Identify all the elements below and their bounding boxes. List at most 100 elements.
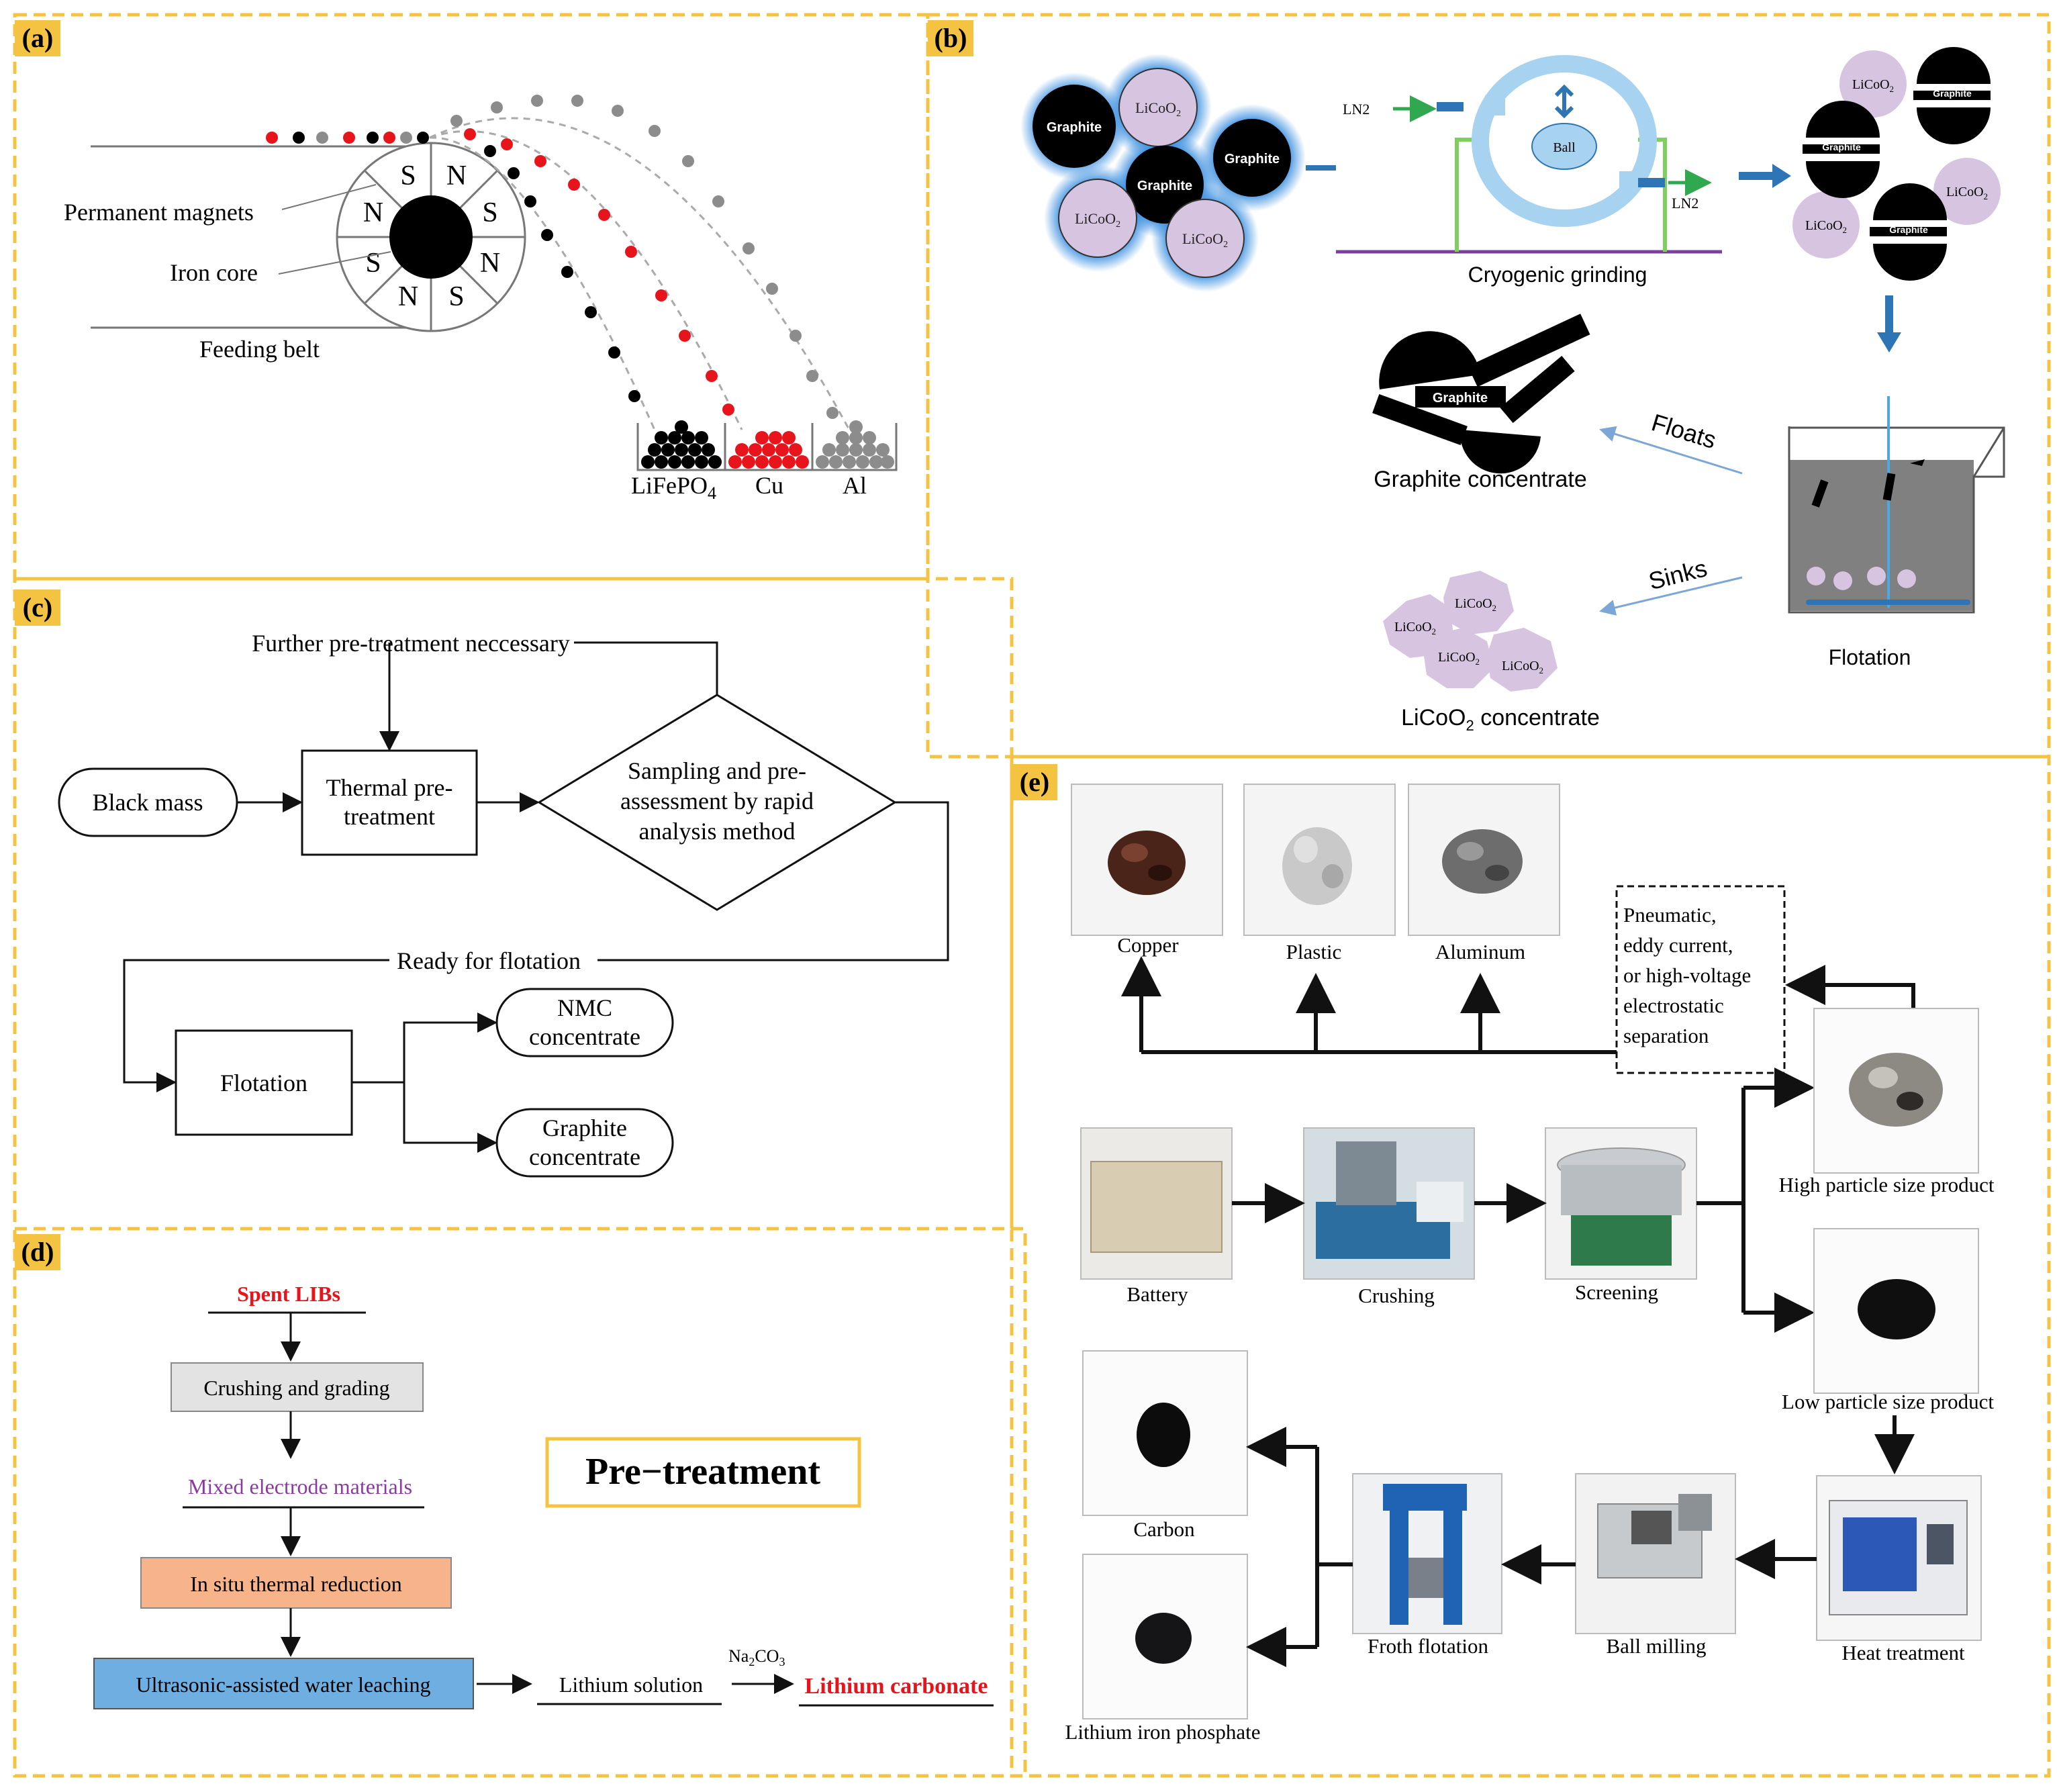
- froth-flotation-label: Froth flotation: [1368, 1634, 1488, 1658]
- crushing-grading-text: Crushing and grading: [203, 1376, 389, 1400]
- bin-pile-red: [728, 431, 809, 469]
- panel-label-e: (e): [1020, 767, 1049, 797]
- licoo2-label: LiCoO2: [1502, 659, 1543, 675]
- label-feeding-belt: Feeding belt: [199, 336, 320, 363]
- flotation-text: Flotation: [220, 1070, 307, 1096]
- crushing-grading-box: [171, 1362, 424, 1412]
- graphite-label: Graphite: [1433, 391, 1488, 406]
- graphite-concentrate-shapes: [1372, 314, 1590, 474]
- plastic-label: Plastic: [1286, 940, 1342, 963]
- pole-label: S: [365, 248, 381, 279]
- panel-frames: [13, 13, 2051, 1778]
- high-particle-label: High particle size product: [1778, 1173, 1994, 1196]
- panel-c-flowchart: Further pre-treatment neccessary Black m…: [58, 630, 949, 1178]
- in-situ-box: [140, 1557, 452, 1609]
- svg-text:Pneumatic,: Pneumatic,: [1623, 903, 1717, 927]
- particles-black: [484, 145, 640, 402]
- ready-for-flotation-label: Ready for flotation: [397, 947, 581, 974]
- photo-battery: [1080, 1127, 1233, 1280]
- feed-cluster: Graphite Graphite Graphite LiCoO2 LiCoO2…: [1020, 54, 1306, 292]
- svg-text:eddy current,: eddy current,: [1623, 933, 1733, 957]
- pole-label: S: [482, 197, 497, 228]
- licoo2-label: LiCoO2: [1438, 650, 1480, 667]
- frame-c: [13, 577, 1014, 1231]
- lithium-solution-text: Lithium solution: [559, 1672, 703, 1697]
- particles-gray: [450, 95, 839, 419]
- label-bin-lifepo4: LiFePO4: [631, 472, 716, 503]
- spent-libs-text: Spent LIBs: [237, 1282, 340, 1306]
- floats-arrow: [1599, 426, 1743, 475]
- pole-label: N: [363, 197, 383, 228]
- graphite-label: Graphite: [1889, 224, 1928, 235]
- photo-lfp: [1082, 1554, 1248, 1719]
- label-badge-a: [15, 20, 60, 56]
- photo-froth-flotation: [1352, 1473, 1502, 1634]
- panel-b-cryogenic-flotation: Graphite Graphite Graphite LiCoO2 LiCoO2…: [1020, 47, 2005, 734]
- callout-lines: [278, 184, 391, 275]
- belt-particles: [266, 132, 429, 144]
- panel-a-labels: Permanent magnets Iron core Feeding belt…: [64, 199, 867, 503]
- separation-arrows: [1121, 956, 1915, 1054]
- flotation-cell: Flotation: [1788, 396, 2005, 669]
- nmc-text-1: NMC: [557, 994, 612, 1021]
- lfp-label: Lithium iron phosphate: [1065, 1720, 1260, 1744]
- na2co3-label: Na2CO3: [728, 1646, 785, 1668]
- arrow-to-flotation: [1877, 295, 1901, 352]
- graphite-particle: [1213, 119, 1291, 197]
- licoo2-label: LiCoO2: [1455, 596, 1496, 613]
- photo-high-particle: [1813, 1008, 1979, 1174]
- pretreatment-box: [545, 1437, 861, 1508]
- carbon-label: Carbon: [1133, 1517, 1195, 1541]
- panel-label-b: (b): [935, 23, 967, 53]
- trajectories: [429, 117, 851, 430]
- main-line-arrows: [1232, 1068, 1915, 1474]
- separation-text: Pneumatic, eddy current, or high-voltage…: [1623, 903, 1751, 1047]
- ultrasonic-box: [93, 1658, 474, 1709]
- sampling-text-2: assessment by rapid: [620, 788, 814, 814]
- ln2-outlet-label: LN2: [1672, 195, 1698, 211]
- svg-text:or high-voltage: or high-voltage: [1623, 963, 1751, 987]
- graphite-text-1: Graphite: [542, 1115, 627, 1141]
- pole-label: S: [400, 160, 416, 191]
- panel-label-d: (d): [21, 1237, 54, 1267]
- label-bin-cu: Cu: [755, 472, 783, 499]
- flotation-label: Flotation: [1829, 645, 1911, 669]
- graphite-concentrate-label: Graphite concentrate: [1374, 467, 1587, 492]
- photo-heat-treatment: [1816, 1475, 1982, 1641]
- pole-label: S: [448, 281, 464, 312]
- graphite-label: Graphite: [1047, 120, 1102, 135]
- graphite-label: Graphite: [1137, 179, 1192, 193]
- photo-aluminum: [1408, 784, 1560, 936]
- thermal-text-1: Thermal pre-: [326, 774, 453, 801]
- ground-particles: LiCoO2 LiCoO2 LiCoO2 Graphite Graphite G…: [1792, 47, 2001, 281]
- graphite-particle: [1033, 85, 1116, 168]
- photo-low-particle: [1813, 1228, 1979, 1394]
- label-bin-al: Al: [843, 472, 867, 499]
- in-situ-text: In situ thermal reduction: [190, 1572, 401, 1596]
- ball-milling-label: Ball milling: [1607, 1634, 1707, 1658]
- low-particle-label: Low particle size product: [1782, 1390, 1994, 1413]
- ultrasonic-text: Ultrasonic-assisted water leaching: [136, 1672, 431, 1697]
- iron-core: [389, 195, 473, 279]
- licoo2-label: LiCoO2: [1182, 230, 1228, 250]
- graphite-particle: [1126, 146, 1204, 224]
- particles-red: [464, 128, 734, 416]
- licoo2-particle: [1058, 179, 1137, 258]
- screening-label: Screening: [1575, 1280, 1658, 1304]
- battery-label: Battery: [1127, 1282, 1188, 1306]
- photo-crushing: [1303, 1127, 1475, 1280]
- licoo2-particle: [1165, 199, 1245, 278]
- magnet-pole-labels: S N S N S N S N: [363, 160, 500, 312]
- black-mass-text: Black mass: [93, 789, 203, 816]
- crushing-label: Crushing: [1358, 1284, 1435, 1307]
- pretreatment-title: Pre−treatment: [585, 1451, 820, 1493]
- bottom-arrows: [1246, 1427, 1817, 1667]
- label-permanent-magnets: Permanent magnets: [64, 199, 254, 226]
- photo-carbon: [1082, 1350, 1248, 1516]
- label-badge-c: [15, 590, 60, 626]
- label-badge-b: [928, 20, 973, 56]
- aluminum-label: Aluminum: [1435, 940, 1525, 963]
- arrow-to-ground: [1739, 164, 1791, 188]
- pole-label: N: [446, 160, 467, 191]
